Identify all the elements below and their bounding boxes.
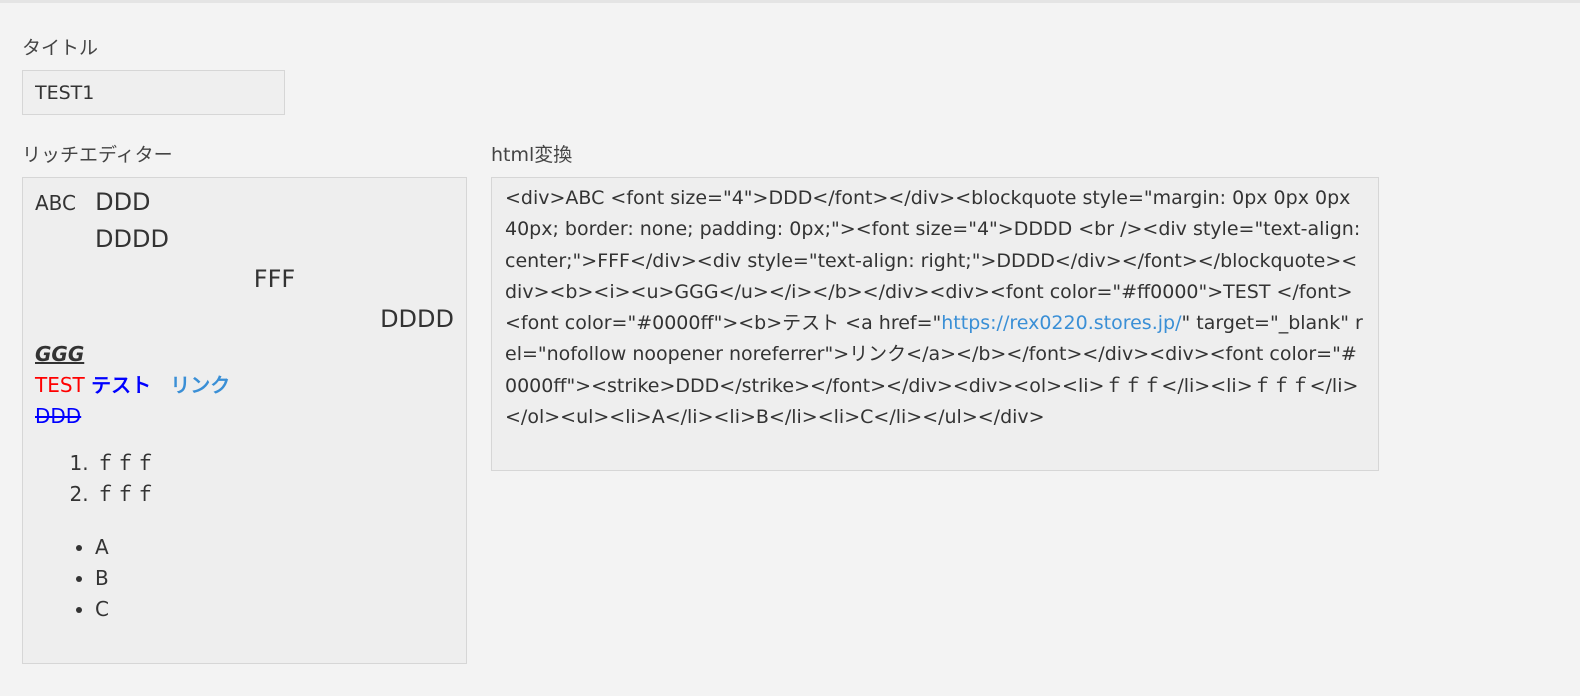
editor-text-strike: DDD [35,404,82,428]
editor-quote-line: DDDD [95,225,169,253]
editor-blockquote: DDDD FFF DDDD [95,219,454,339]
editor-unordered-list: A B C [35,532,454,625]
editor-quote-center: FFF [253,265,296,293]
editor-text-test-red: TEST [35,373,85,397]
editor-strike-line: DDD [35,401,454,432]
editor-quote-right: DDDD [380,305,454,333]
html-output-part1: <div>ABC <font size="4">DDD</font></div>… [505,187,1361,335]
html-output[interactable]: <div>ABC <font size="4">DDD</font></div>… [491,177,1379,471]
editor-link[interactable]: リンク [170,373,230,397]
title-label: タイトル [22,37,99,59]
rich-editor-label: リッチエディター [22,144,173,166]
html-output-url: https://rex0220.stores.jp/ [941,312,1182,335]
list-item: ｆｆｆ [95,448,454,479]
list-item: A [95,532,454,563]
editor-color-line: TEST テスト リンク [35,370,454,401]
list-item: ｆｆｆ [95,479,454,510]
editor-text-ggg: GGG [35,342,85,366]
top-divider [0,0,1580,3]
html-output-label: html変換 [491,144,573,166]
editor-text-abc: ABC [35,191,77,215]
editor-styled-line: GGG [35,339,454,370]
rich-editor[interactable]: ABC DDD DDDD FFF DDDD GGG TEST テスト リンク D… [22,177,467,664]
list-item: B [95,563,454,594]
editor-text-ddd: DDD [95,188,151,216]
list-item: C [95,594,454,625]
editor-link-label: リンク [170,373,231,397]
html-output-part2: " target="_blank" rel="nofollow noopener… [505,312,1363,429]
editor-text-test-blue: テスト [91,373,152,397]
editor-ordered-list: ｆｆｆ ｆｆｆ [35,448,454,510]
title-input[interactable] [22,70,285,115]
editor-line-1: ABC DDD [35,187,454,219]
